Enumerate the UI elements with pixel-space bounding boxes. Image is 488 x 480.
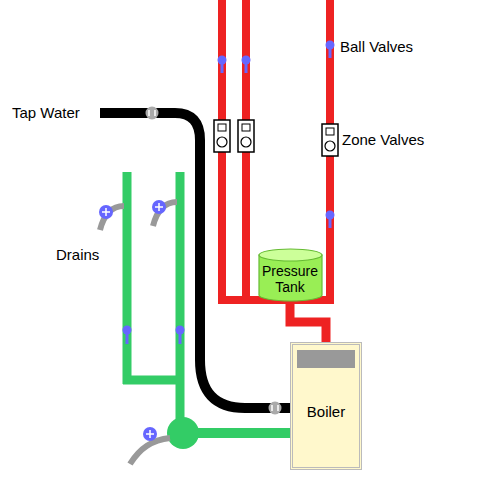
boiler-header (297, 350, 355, 368)
text-holder: Pressure Tank (260, 263, 321, 295)
boiler-unit: Boiler (290, 342, 362, 470)
part-name: Drains (56, 246, 99, 263)
pressure-tank: Pressure Tank (258, 248, 323, 302)
return-pipe (176, 172, 185, 433)
ball-valve (123, 326, 132, 345)
zone-valve (214, 120, 230, 152)
spout (130, 438, 170, 464)
zone-valve (322, 124, 338, 156)
valve-body (214, 120, 230, 152)
gate-valve (146, 107, 159, 120)
valve-body (238, 120, 254, 152)
ball-valve (326, 41, 335, 59)
spout (100, 206, 124, 230)
label-position: Tap Water (12, 104, 80, 121)
valve-knob (326, 211, 335, 220)
part-name: Tap Water (12, 104, 80, 121)
valve-actuator (326, 128, 334, 135)
pipe-tee (167, 417, 199, 449)
node-label: Boiler (293, 403, 359, 420)
zone-valve (238, 120, 254, 152)
drain-knob (143, 427, 157, 441)
ball-valve (176, 326, 185, 345)
drain-spout (99, 205, 124, 230)
drain-knob (152, 200, 166, 214)
drain-spout (130, 427, 170, 464)
label-position: Drains (56, 246, 99, 263)
part-name: Zone Valves (342, 131, 424, 148)
valve-knob (123, 326, 132, 335)
return-pipe (183, 428, 292, 438)
drain-knob (99, 205, 113, 219)
valve-actuator (242, 124, 250, 131)
valve-wheel (269, 402, 282, 415)
text-holder: Boiler (293, 403, 359, 420)
wheel-mark (149, 110, 155, 116)
valve-knob (218, 56, 227, 65)
valve-port (217, 137, 227, 147)
label-position: Zone Valves (342, 131, 424, 148)
node-label: Pressure Tank (260, 263, 321, 295)
return-pipe (123, 376, 184, 385)
knob-mark (102, 208, 110, 216)
tank-top (259, 249, 322, 261)
valve-port (241, 137, 251, 147)
ball-valve (326, 211, 335, 229)
knob-mark (155, 203, 163, 211)
knob-mark (146, 430, 154, 438)
part-name: Ball Valves (340, 38, 413, 55)
wheel-mark (272, 405, 278, 411)
valve-wheel (146, 107, 159, 120)
gate-valve (269, 402, 282, 415)
valve-port (325, 141, 335, 151)
ball-valve (242, 56, 251, 74)
tank-body (259, 255, 322, 301)
supply-riser (290, 302, 326, 342)
drain-spout (152, 200, 177, 226)
ball-valve (218, 56, 227, 74)
valve-knob (326, 41, 335, 50)
valve-knob (242, 56, 251, 65)
label-position: Ball Valves (340, 38, 413, 55)
valve-actuator (218, 124, 226, 131)
valve-body (322, 124, 338, 156)
valve-knob (176, 326, 185, 335)
